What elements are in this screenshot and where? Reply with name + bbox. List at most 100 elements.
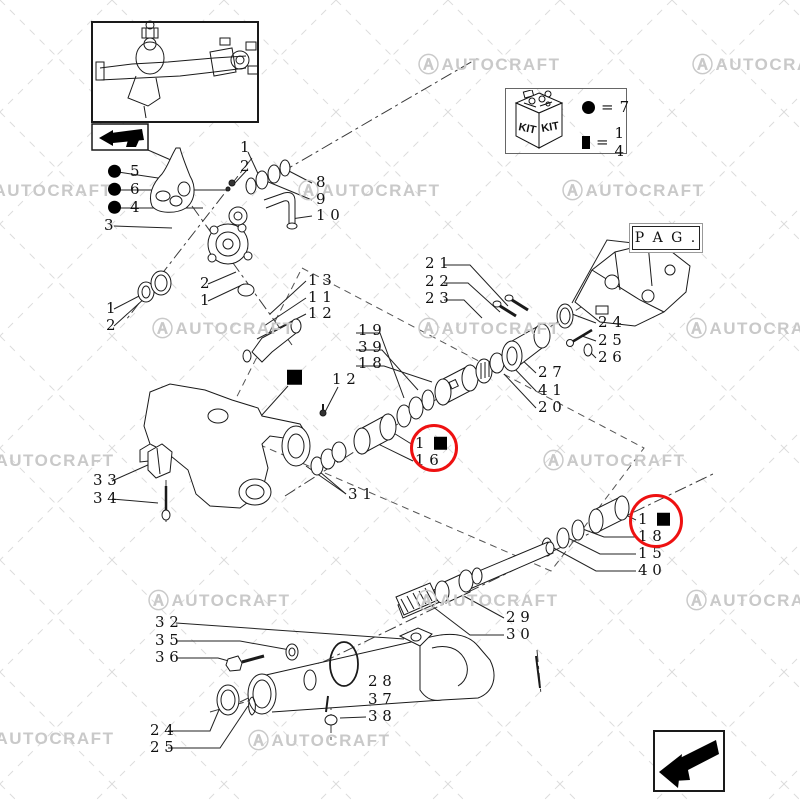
part-label: 1 5 xyxy=(638,545,662,561)
watermark: ⒶAUTOCRAFT xyxy=(543,450,686,473)
watermark-logo-icon: Ⓐ xyxy=(418,318,441,341)
part-label: 1 xyxy=(240,137,250,156)
nav-arrow-top[interactable] xyxy=(91,123,149,151)
kit-cube-icon: KIT KIT xyxy=(514,90,564,149)
part-label: 3 9 xyxy=(358,337,382,356)
part-label: 2 xyxy=(240,158,250,174)
part-label: 3 1 xyxy=(348,486,372,502)
part-number-text: 2 xyxy=(200,273,210,292)
washer-set-drawing xyxy=(225,159,291,195)
part-number-text: 2 5 xyxy=(150,737,174,756)
legend-dot-value: 7 xyxy=(619,98,630,116)
pag-label: P A G . xyxy=(634,230,698,246)
part-label: 2 1 xyxy=(425,255,449,271)
part-label: 2 0 xyxy=(538,399,562,415)
part-label: 5 xyxy=(108,161,140,180)
part-label: 4 0 xyxy=(638,562,662,578)
highlight-circle xyxy=(629,494,683,548)
watermark: ⒶAUTOCRAFT xyxy=(0,451,115,470)
part-label: 2 4 xyxy=(150,720,174,739)
steering-arm-drawing xyxy=(149,147,195,213)
legend-equals: = xyxy=(601,98,614,116)
part-number-text: 2 3 xyxy=(425,288,449,307)
part-label: 3 5 xyxy=(155,632,179,648)
watermark: ⒶAUTOCRAFT xyxy=(416,590,559,613)
watermark-logo-icon: Ⓐ xyxy=(298,180,321,203)
part-number-text: 2 2 xyxy=(425,271,449,290)
part-number-text: 3 9 xyxy=(358,337,382,356)
legend-row-square: = 1 4 xyxy=(582,124,629,160)
watermark-logo-icon: Ⓐ xyxy=(418,54,441,77)
part-number-text: 3 6 xyxy=(155,647,179,666)
part-number-text: 6 xyxy=(130,179,140,198)
part-number-text: 2 5 xyxy=(598,330,622,349)
legend-square-value: 1 4 xyxy=(614,124,625,160)
watermark: ⒶAUTOCRAFT xyxy=(686,590,800,613)
part-number-text: 3 3 xyxy=(93,470,117,489)
kit-legend-box: KIT KIT = 7 = 1 4 xyxy=(505,88,630,160)
part-number-text: 4 1 xyxy=(538,380,562,399)
watermark: ⒶAUTOCRAFT xyxy=(298,180,441,203)
part-number-text: 1 1 xyxy=(308,287,332,306)
part-label: 2 6 xyxy=(598,349,622,365)
highlight-circle xyxy=(410,424,458,472)
part-number-text: 1 xyxy=(240,137,250,156)
part-number-text: 5 xyxy=(130,161,140,180)
part-number-text: 2 xyxy=(106,315,116,334)
part-label: 2 5 xyxy=(150,737,174,756)
pag-reference-box[interactable]: P A G . xyxy=(632,226,700,250)
part-label: 4 1 xyxy=(538,380,562,399)
watermark: ⒶAUTOCRAFT xyxy=(418,54,561,77)
part-label xyxy=(287,369,302,385)
part-number-text: 1 2 xyxy=(308,303,332,322)
part-number-text: 1 0 xyxy=(316,205,340,224)
part-number-text: 8 xyxy=(316,172,326,191)
leader-lines xyxy=(111,149,637,749)
kit-text-left: KIT xyxy=(517,121,537,136)
part-label: 2 8 xyxy=(368,673,392,689)
part-number-text: 1 3 xyxy=(308,270,332,289)
part-label: 1 1 xyxy=(308,287,332,306)
watermark: ⒶAUTOCRAFT xyxy=(152,318,295,341)
kit-text-right: KIT xyxy=(540,120,560,135)
overview-thumbnail[interactable] xyxy=(91,20,259,123)
watermark-logo-icon: Ⓐ xyxy=(152,318,175,341)
part-label: 8 xyxy=(316,172,326,191)
part-number-text: 1 2 xyxy=(332,369,356,388)
watermark: ⒶAUTOCRAFT xyxy=(248,730,391,753)
watermark-logo-icon: Ⓐ xyxy=(686,590,709,613)
page-forward-arrow-icon xyxy=(659,740,719,788)
part-label: 3 2 xyxy=(155,614,179,630)
watermark: ⒶAUTOCRAFT xyxy=(686,318,800,341)
bracket-and-pin-drawing xyxy=(147,443,173,521)
back-arrow-icon xyxy=(99,129,144,147)
kingpin-gear-drawing xyxy=(207,206,255,297)
watermark: ⒶAUTOCRAFT xyxy=(418,318,561,341)
part-number-text: 1 xyxy=(200,290,210,309)
part-label: 2 2 xyxy=(425,271,449,290)
kingpin-shaft-drawing xyxy=(242,318,302,363)
swivel-housing-drawing xyxy=(247,627,541,726)
part-label: 2 xyxy=(200,273,210,292)
part-number-text: 3 xyxy=(104,215,114,234)
part-label: 2 xyxy=(106,315,116,334)
part-label: 1 8 xyxy=(358,355,382,371)
dot-symbol xyxy=(582,100,595,114)
part-number-text: 9 xyxy=(316,189,326,208)
kit-square-marker xyxy=(287,369,302,385)
part-label: 3 0 xyxy=(506,626,530,642)
nav-arrow-bottom[interactable] xyxy=(653,730,725,792)
part-number-text: 2 4 xyxy=(150,720,174,739)
part-number-text: 3 8 xyxy=(368,706,392,725)
watermark: ⒶAUTOCRAFT xyxy=(562,180,705,203)
watermark: ⒶAUTOCRAFT xyxy=(692,54,800,77)
upper-bushing-chain-drawing xyxy=(310,294,593,476)
watermark-logo-icon: Ⓐ xyxy=(543,450,566,473)
part-number-text: 2 7 xyxy=(538,362,562,381)
dashed-boundary xyxy=(220,267,645,572)
part-label: 1 2 xyxy=(332,369,356,388)
square-symbol xyxy=(582,135,590,149)
part-label: 3 3 xyxy=(93,470,117,489)
kit-dot-marker xyxy=(108,200,121,214)
